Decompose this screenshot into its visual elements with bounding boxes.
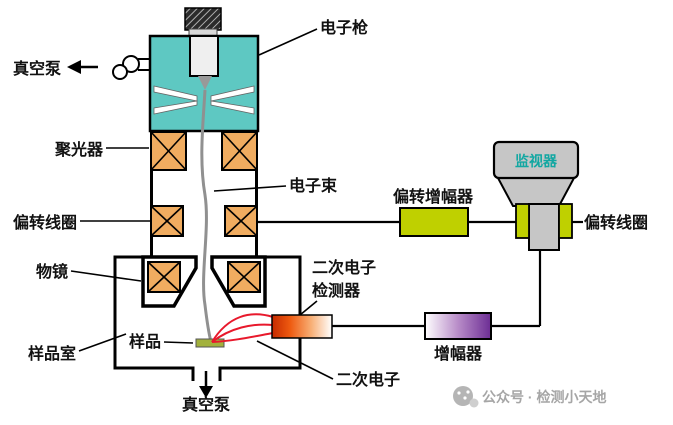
leader-sample	[163, 341, 194, 344]
pump-coil-loop	[122, 55, 140, 73]
secondary-electron-trajectories	[211, 313, 274, 343]
aperture-plates	[153, 85, 255, 115]
label-detector-line2: 检测器	[312, 281, 361, 300]
watermark: 公众号 · 检测小天地	[453, 386, 606, 408]
gun-electrode	[189, 35, 219, 77]
leader-detector	[299, 300, 318, 316]
label-vacuum-pump-top: 真空泵	[13, 59, 61, 78]
objective-lens	[141, 255, 267, 308]
leader-sample-chamber	[78, 333, 127, 352]
label-condenser: 聚光器	[54, 140, 104, 159]
chamber-wall-right	[218, 255, 302, 381]
pump-coil-loop	[112, 64, 128, 80]
label-deflection-coil-left: 偏转线圈	[13, 213, 77, 232]
monitor-coil-right	[558, 203, 573, 239]
monitor-neck	[528, 203, 560, 251]
label-detector-line1: 二次电子	[312, 258, 376, 277]
label-amplifier: 增幅器	[434, 344, 483, 363]
label-deflection-amplifier: 偏转增幅器	[393, 187, 474, 206]
leader-secondary-electrons	[256, 340, 334, 380]
label-electron-beam: 电子束	[289, 176, 338, 195]
label-objective: 物镜	[36, 262, 68, 281]
label-secondary-electrons: 二次电子	[336, 370, 400, 389]
watermark-text: 公众号 · 检测小天地	[482, 389, 606, 405]
chamber-wall-left	[113, 255, 195, 381]
pump-arrow-head-down	[199, 386, 213, 398]
vacuum-pump-top	[67, 55, 150, 80]
trajectory	[211, 323, 274, 343]
monitor-label: 监视器	[515, 153, 558, 169]
sample-chamber-walls	[113, 255, 302, 381]
label-vacuum-pump-bottom: 真空泵	[182, 395, 230, 414]
trajectory	[211, 332, 274, 343]
label-sample-chamber: 样品室	[28, 344, 76, 363]
watermark-logo-dot	[469, 398, 479, 408]
gun-tip	[198, 76, 212, 90]
leader-electron-beam	[213, 185, 287, 192]
sample-stage	[195, 338, 225, 348]
amplifier-box	[424, 312, 492, 340]
leader-lines	[70, 28, 334, 380]
condenser-lens-coils	[150, 131, 258, 171]
monitor-funnel	[496, 177, 576, 207]
deflection-coils-left	[150, 205, 258, 237]
monitor-screen	[492, 140, 580, 180]
monitor-coil-left	[515, 203, 530, 239]
pump-arrow-head-left	[67, 60, 81, 74]
deflection-amplifier-box	[399, 207, 469, 237]
trajectory	[211, 313, 274, 343]
monitor-crt: 监视器	[492, 140, 580, 251]
label-electron-gun: 电子枪	[320, 18, 368, 37]
monitor-deflection-coils	[515, 203, 573, 239]
label-sample: 样品	[129, 332, 161, 351]
label-deflection-coil-right: 偏转线圈	[584, 213, 648, 232]
aperture-plate	[210, 100, 255, 115]
signal-lines	[257, 220, 583, 328]
leader-electron-gun	[258, 28, 318, 56]
electron-beam-path	[200, 89, 213, 343]
leader-objective	[70, 270, 142, 282]
secondary-electron-detector	[271, 314, 333, 339]
vacuum-pump-bottom	[199, 371, 213, 398]
aperture-plate	[153, 100, 198, 115]
gun-cap-hatched	[184, 7, 222, 31]
